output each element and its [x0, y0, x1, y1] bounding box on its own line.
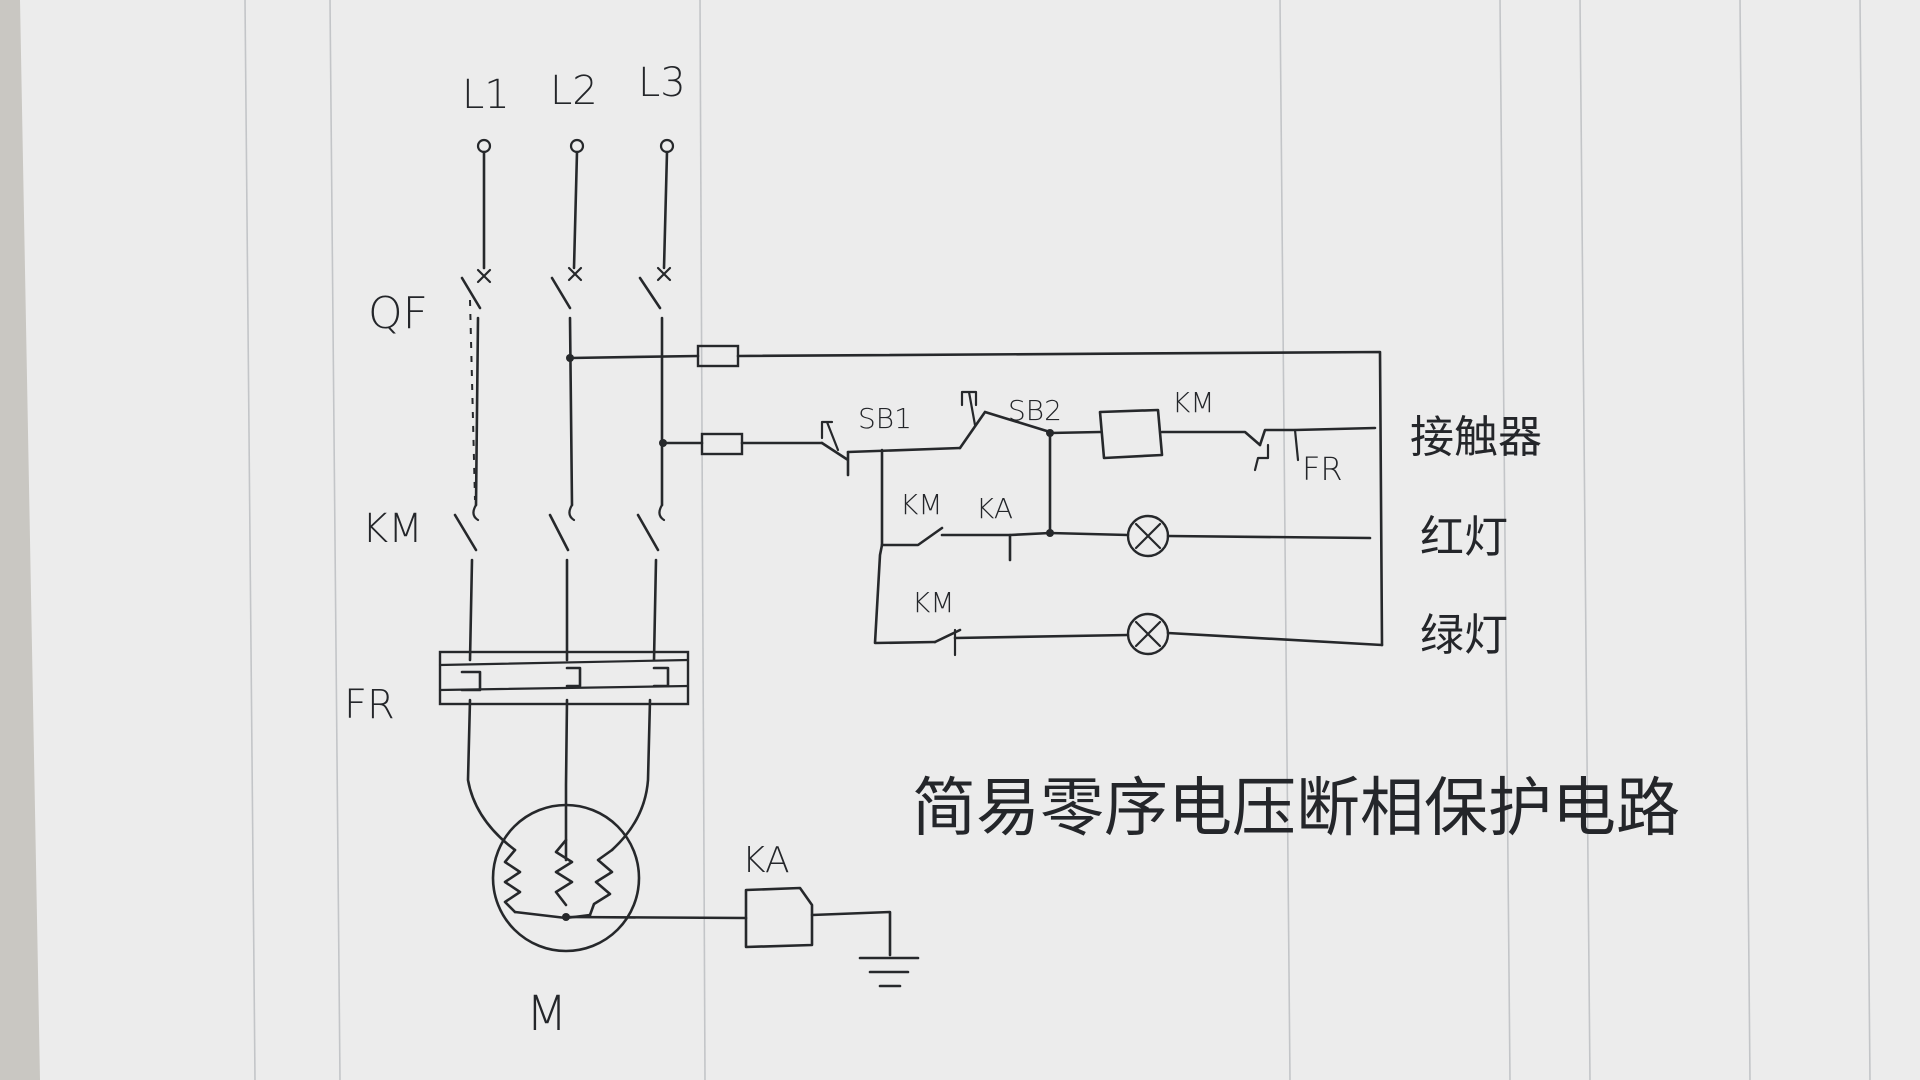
- label-km-green: KM: [912, 586, 955, 619]
- fuse-second: [700, 432, 744, 456]
- label-l1: L1: [462, 72, 510, 118]
- km-l3-arc: [658, 503, 666, 522]
- coil-to-fr-wire: [1160, 430, 1262, 447]
- fr-thermal-block: [438, 650, 690, 706]
- green-lamp-symbol: [1126, 612, 1170, 656]
- label-km-hold: KM: [900, 488, 943, 521]
- motor-circle: [491, 803, 641, 953]
- label-motor: M: [526, 986, 567, 1042]
- motor-winding-1: [503, 848, 522, 914]
- green-lamp-cross: [1134, 620, 1162, 648]
- motor-winding-2: [554, 838, 574, 907]
- sb1-contact: [820, 441, 850, 477]
- label-fr-main: FR: [344, 682, 395, 728]
- sb2-contact: [958, 410, 1052, 450]
- red-lamp-wire: [1048, 531, 1372, 540]
- label-ka-contact: KA: [976, 492, 1013, 525]
- label-l3: L3: [638, 60, 686, 106]
- sb1-actuator: [820, 420, 840, 452]
- km-l2-arc: [568, 503, 576, 522]
- label-km-coil: KM: [1172, 386, 1215, 419]
- earth-lead: [810, 910, 892, 957]
- fr-contact-actuator: [1253, 443, 1270, 472]
- to-km-coil-wire: [1048, 430, 1102, 435]
- label-sb2: SB2: [1008, 394, 1062, 427]
- sb2-actuator: [960, 390, 978, 427]
- km-l1-arc: [472, 503, 480, 522]
- label-l2: L2: [550, 68, 598, 114]
- label-ka-coil: KA: [742, 840, 790, 881]
- phase-l2-conductor: [548, 150, 579, 862]
- motor-winding-3: [588, 848, 614, 917]
- qf-l3-cross: [656, 266, 672, 282]
- earth-symbol: [858, 956, 920, 988]
- neutral-wire: [564, 915, 748, 920]
- main-circuit: [438, 138, 920, 988]
- ka-coil-box: [744, 886, 814, 949]
- fr-element-l2: [565, 666, 582, 688]
- sb1-to-sb2-wire: [846, 446, 962, 454]
- qf-l2-cross: [567, 266, 583, 282]
- fr-element-l3: [652, 666, 670, 688]
- control-circuit: [566, 344, 1384, 657]
- label-qf: QF: [368, 288, 428, 339]
- label-km-main: KM: [362, 506, 423, 552]
- fuse-top: [696, 344, 740, 368]
- red-lamp-cross: [1134, 522, 1162, 550]
- bleed-through-ruling: [244, 0, 1871, 1080]
- label-sb1: SB1: [858, 402, 912, 435]
- top-rail: [568, 350, 1384, 647]
- qf-l1-cross: [476, 268, 492, 284]
- fr-contact-stem: [1293, 428, 1300, 462]
- phase-l3-conductor: [610, 150, 669, 852]
- label-green-lamp: 绿灯: [1420, 610, 1508, 661]
- fr-element-l1: [460, 670, 482, 692]
- green-branch-left: [873, 543, 937, 645]
- fr-nc-contact: [1258, 426, 1377, 447]
- red-lamp-symbol: [1126, 514, 1170, 558]
- label-contactor: 接触器: [1410, 412, 1542, 463]
- label-fr-contact: FR: [1302, 450, 1343, 488]
- paper-sheet: [20, 0, 1920, 1080]
- qf-linkage: [469, 299, 476, 501]
- diagram-title: 简易零序电压断相保护电路: [912, 772, 1680, 846]
- label-red-lamp: 红灯: [1420, 512, 1508, 563]
- fr-block-lines: [438, 658, 690, 692]
- labels: L1 L2 L3 QF KM FR M KA SB1 SB2 KM FR KM …: [344, 60, 1680, 1042]
- km-coil-box: [1098, 408, 1164, 460]
- phase-l1-conductor: [453, 150, 517, 852]
